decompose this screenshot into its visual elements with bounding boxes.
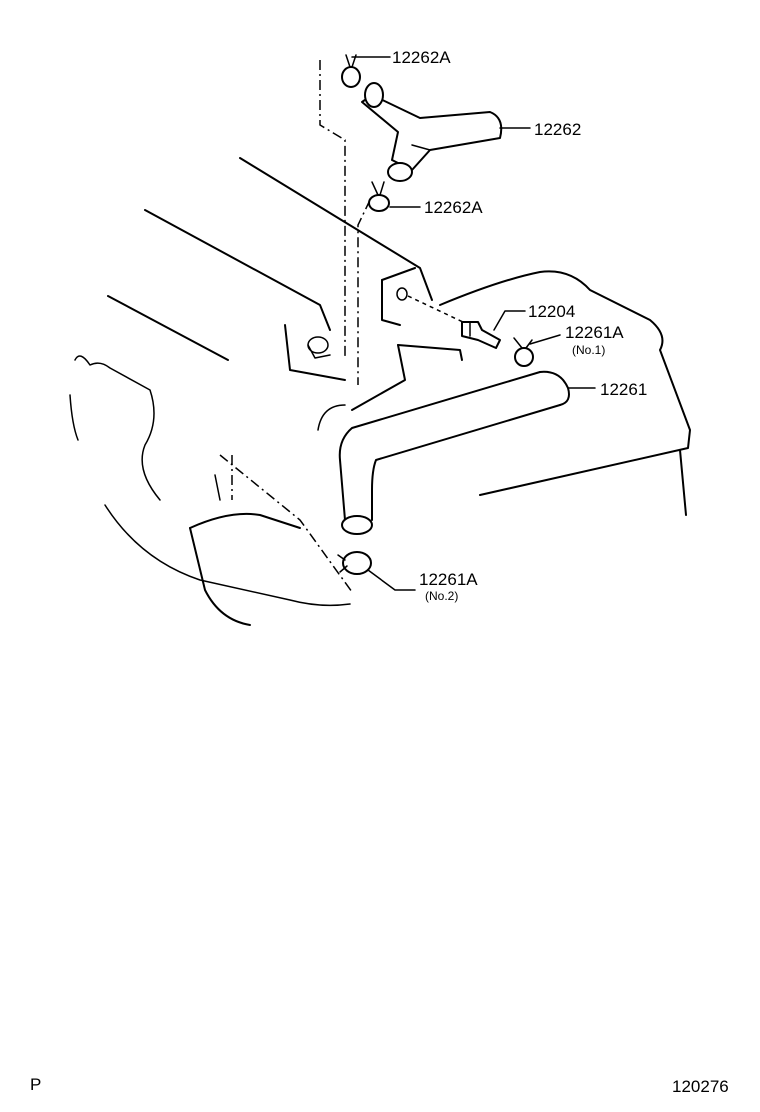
callout-code-pcv-valve: 12204 [528,302,575,321]
callout-sub-clamp-no1: (No.1) [572,343,605,357]
pcv-valve [461,321,501,349]
engine-outline [69,157,691,626]
footer-left-code: P [30,1075,42,1094]
ventilation-hose [361,82,503,182]
leader-lines [351,56,596,591]
callout-code-clamp-no1: 12261A [565,323,624,342]
callout-code-ventilation-hose: 12262 [534,120,581,139]
clamps [337,54,534,575]
diagram-number: 120276 [672,1077,729,1096]
callout-code-clamp-lower: 12262A [424,198,483,217]
callout-code-clamp-top: 12262A [392,48,451,67]
callout-sub-clamp-no2: (No.2) [425,589,458,603]
pcv-hose [338,370,570,535]
callout-code-pcv-hose: 12261 [600,380,647,399]
guide-lines [219,60,466,593]
callout-code-clamp-no2: 12261A [419,570,478,589]
